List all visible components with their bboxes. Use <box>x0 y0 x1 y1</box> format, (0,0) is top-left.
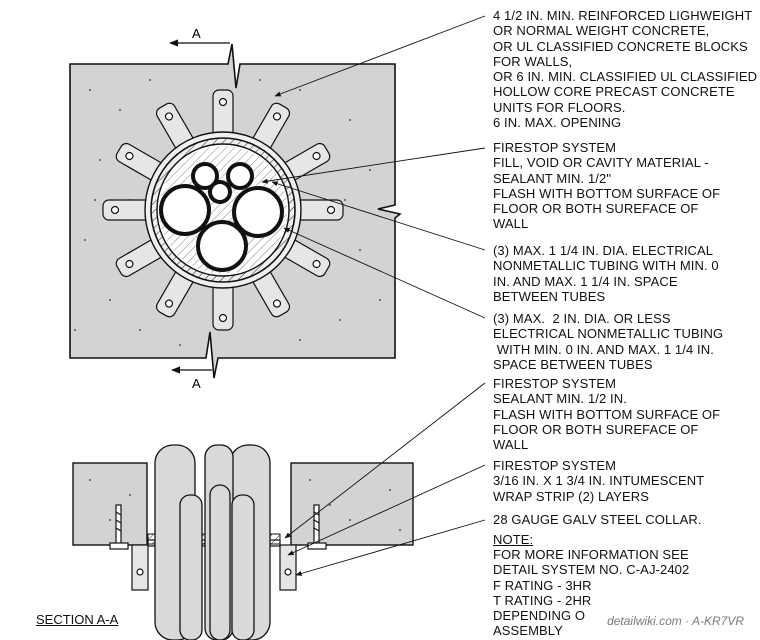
section-anchor-left <box>109 504 129 550</box>
plan-sealant-fill <box>159 146 287 274</box>
section-small-tube <box>179 494 203 640</box>
plan-view: A A <box>69 26 402 391</box>
plan-tubes <box>159 162 284 272</box>
section-label: SECTION A-A <box>36 612 119 627</box>
plan-large-tube <box>196 220 248 272</box>
section-slab-left <box>72 462 148 546</box>
section-cut-marker-top: A <box>169 26 230 47</box>
plan-small-tube <box>208 180 232 204</box>
plan-large-tube <box>232 186 284 238</box>
section-view <box>72 444 414 640</box>
plan-small-tube <box>226 162 254 190</box>
plan-concrete-speckle <box>74 79 381 346</box>
note-concrete: 4 1/2 IN. MIN. REINFORCED LIGHWEIGHT OR … <box>493 8 758 131</box>
note-steel-collar: 28 GAUGE GALV STEEL COLLAR. <box>493 512 702 527</box>
section-slab-right <box>290 462 414 546</box>
note-small-tubing: (3) MAX. 1 1/4 IN. DIA. ELECTRICAL NONME… <box>493 243 719 304</box>
leader-lines <box>261 15 486 576</box>
note-title: NOTE: <box>493 532 534 547</box>
note-large-tubing: (3) MAX. 2 IN. DIA. OR LESS ELECTRICAL N… <box>493 311 724 372</box>
note-body: FOR MORE INFORMATION SEE DETAIL SYSTEM N… <box>493 547 690 639</box>
section-tubes <box>154 444 271 640</box>
section-marker-label: A <box>192 376 201 391</box>
note-firestop-sealant: FIRESTOP SYSTEM SEALANT MIN. 1/2 IN. FLA… <box>493 376 721 453</box>
note-wrap-strip: FIRESTOP SYSTEM 3/16 IN. X 1 3/4 IN. INT… <box>493 458 705 504</box>
section-small-tube <box>231 494 255 640</box>
section-cut-marker-bottom: A <box>171 366 212 391</box>
section-small-tube <box>209 484 231 640</box>
note-firestop-fill: FIRESTOP SYSTEM FILL, VOID OR CAVITY MAT… <box>493 140 721 232</box>
plan-large-tube <box>159 184 211 236</box>
watermark: detailwiki.com · A-KR7VR <box>607 614 744 628</box>
plan-small-tube <box>191 162 219 190</box>
section-marker-label: A <box>192 26 201 41</box>
